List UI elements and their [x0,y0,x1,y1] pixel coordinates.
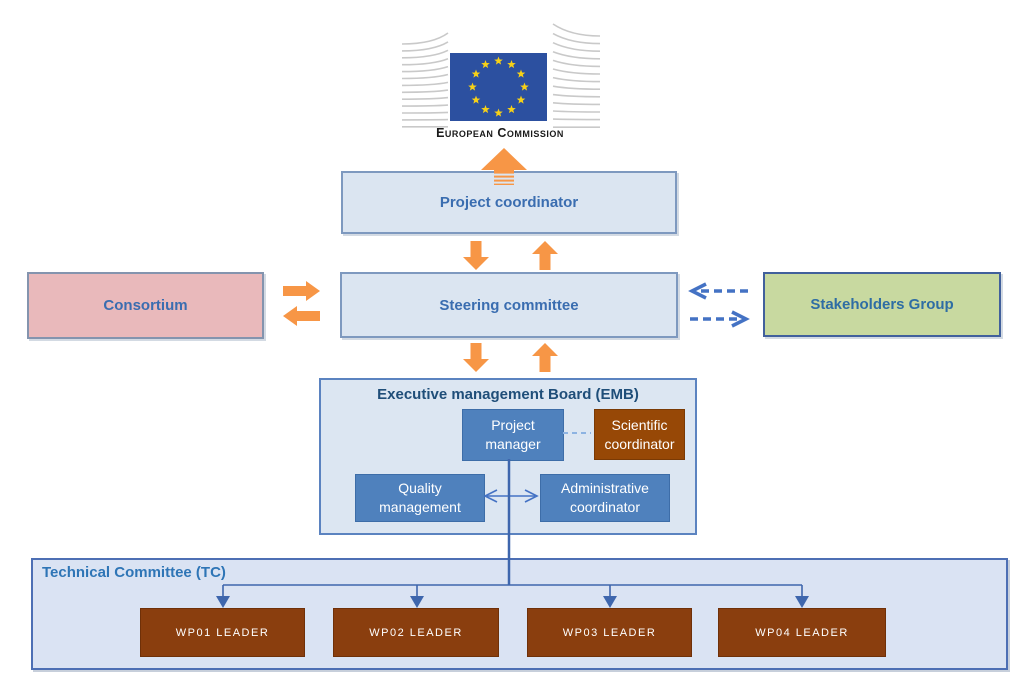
steering-committee-label: Steering committee [439,296,579,314]
scientific-coordinator-box: Scientific coordinator [594,409,685,460]
emb-title: Executive management Board (EMB) [377,386,639,403]
eu-flag [450,53,547,121]
european-commission-caption: European Commission [436,126,564,140]
wp03-leader-label: WP03 LEADER [562,626,657,639]
project-manager-box: Project manager [462,409,564,461]
wp04-leader-box: WP04 LEADER [718,608,886,657]
project-coordinator-box: Project coordinator [341,171,677,234]
european-commission-logo [401,23,601,128]
stakeholders-group-label: Stakeholders Group [810,296,954,313]
wp02-leader-label: WP02 LEADER [369,626,463,639]
quality-management-label: Quality management [379,480,461,515]
left-arrow-icon [283,306,320,326]
dashed-right-arrow-icon [690,310,750,328]
wp03-leader-box: WP03 LEADER [527,608,692,657]
wp02-leader-box: WP02 LEADER [333,608,499,657]
wp04-leader-label: WP04 LEADER [755,626,849,639]
steering-committee-box: Steering committee [340,272,678,338]
dashed-left-arrow-icon [688,282,748,300]
consortium-label: Consortium [103,297,188,314]
executive-management-board-box: Executive management Board (EMB) Project… [319,378,697,535]
consortium-box: Consortium [27,272,264,339]
quality-management-box: Quality management [355,474,485,522]
wp01-leader-label: WP01 LEADER [175,626,270,639]
wp01-leader-box: WP01 LEADER [140,608,305,657]
down-arrow-icon [463,241,489,270]
stakeholders-group-box: Stakeholders Group [763,272,1001,337]
logo-left-fan [401,32,449,128]
project-manager-label: Project manager [485,417,541,452]
administrative-coordinator-box: Administrative coordinator [540,474,670,522]
up-arrow-icon [532,343,558,372]
tc-title: Technical Committee (TC) [42,564,226,581]
project-coordinator-label: Project coordinator [439,194,579,211]
administrative-coordinator-label: Administrative coordinator [561,480,649,515]
up-arrow-icon [532,241,558,270]
logo-right-fan [552,23,601,128]
right-arrow-icon [283,281,320,301]
scientific-coordinator-label: Scientific coordinator [604,416,675,452]
down-arrow-icon [463,343,489,372]
